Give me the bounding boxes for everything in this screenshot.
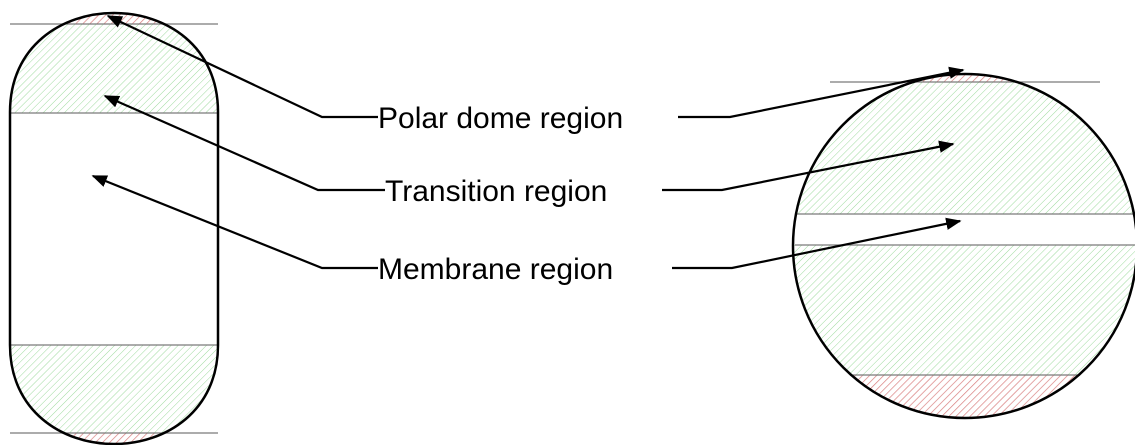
membrane-left-arrow [91, 174, 378, 270]
leader-lines [91, 15, 965, 270]
sphere-top-transition [793, 82, 1135, 214]
capsule-outline [8, 11, 220, 445]
sphere-vessel [791, 72, 1135, 420]
capsule-bottom-polar-dome [10, 433, 218, 444]
polar-dome-label: Polar dome region [378, 102, 623, 135]
membrane-right-arrow [672, 217, 962, 270]
transition-right-arrow [662, 140, 955, 192]
transition-label: Transition region [385, 175, 607, 208]
sphere-bottom-transition [793, 245, 1135, 375]
membrane-label: Membrane region [378, 253, 613, 286]
capsule-membrane [10, 113, 218, 345]
sphere-membrane [793, 214, 1135, 245]
capsule-bottom-transition [10, 345, 218, 433]
transition-left-arrow [103, 94, 385, 192]
sphere-outline [791, 72, 1135, 420]
polar-dome-left-arrow [106, 15, 378, 119]
polar-dome-right-arrow [678, 66, 965, 119]
capsule-vessel [8, 11, 220, 445]
